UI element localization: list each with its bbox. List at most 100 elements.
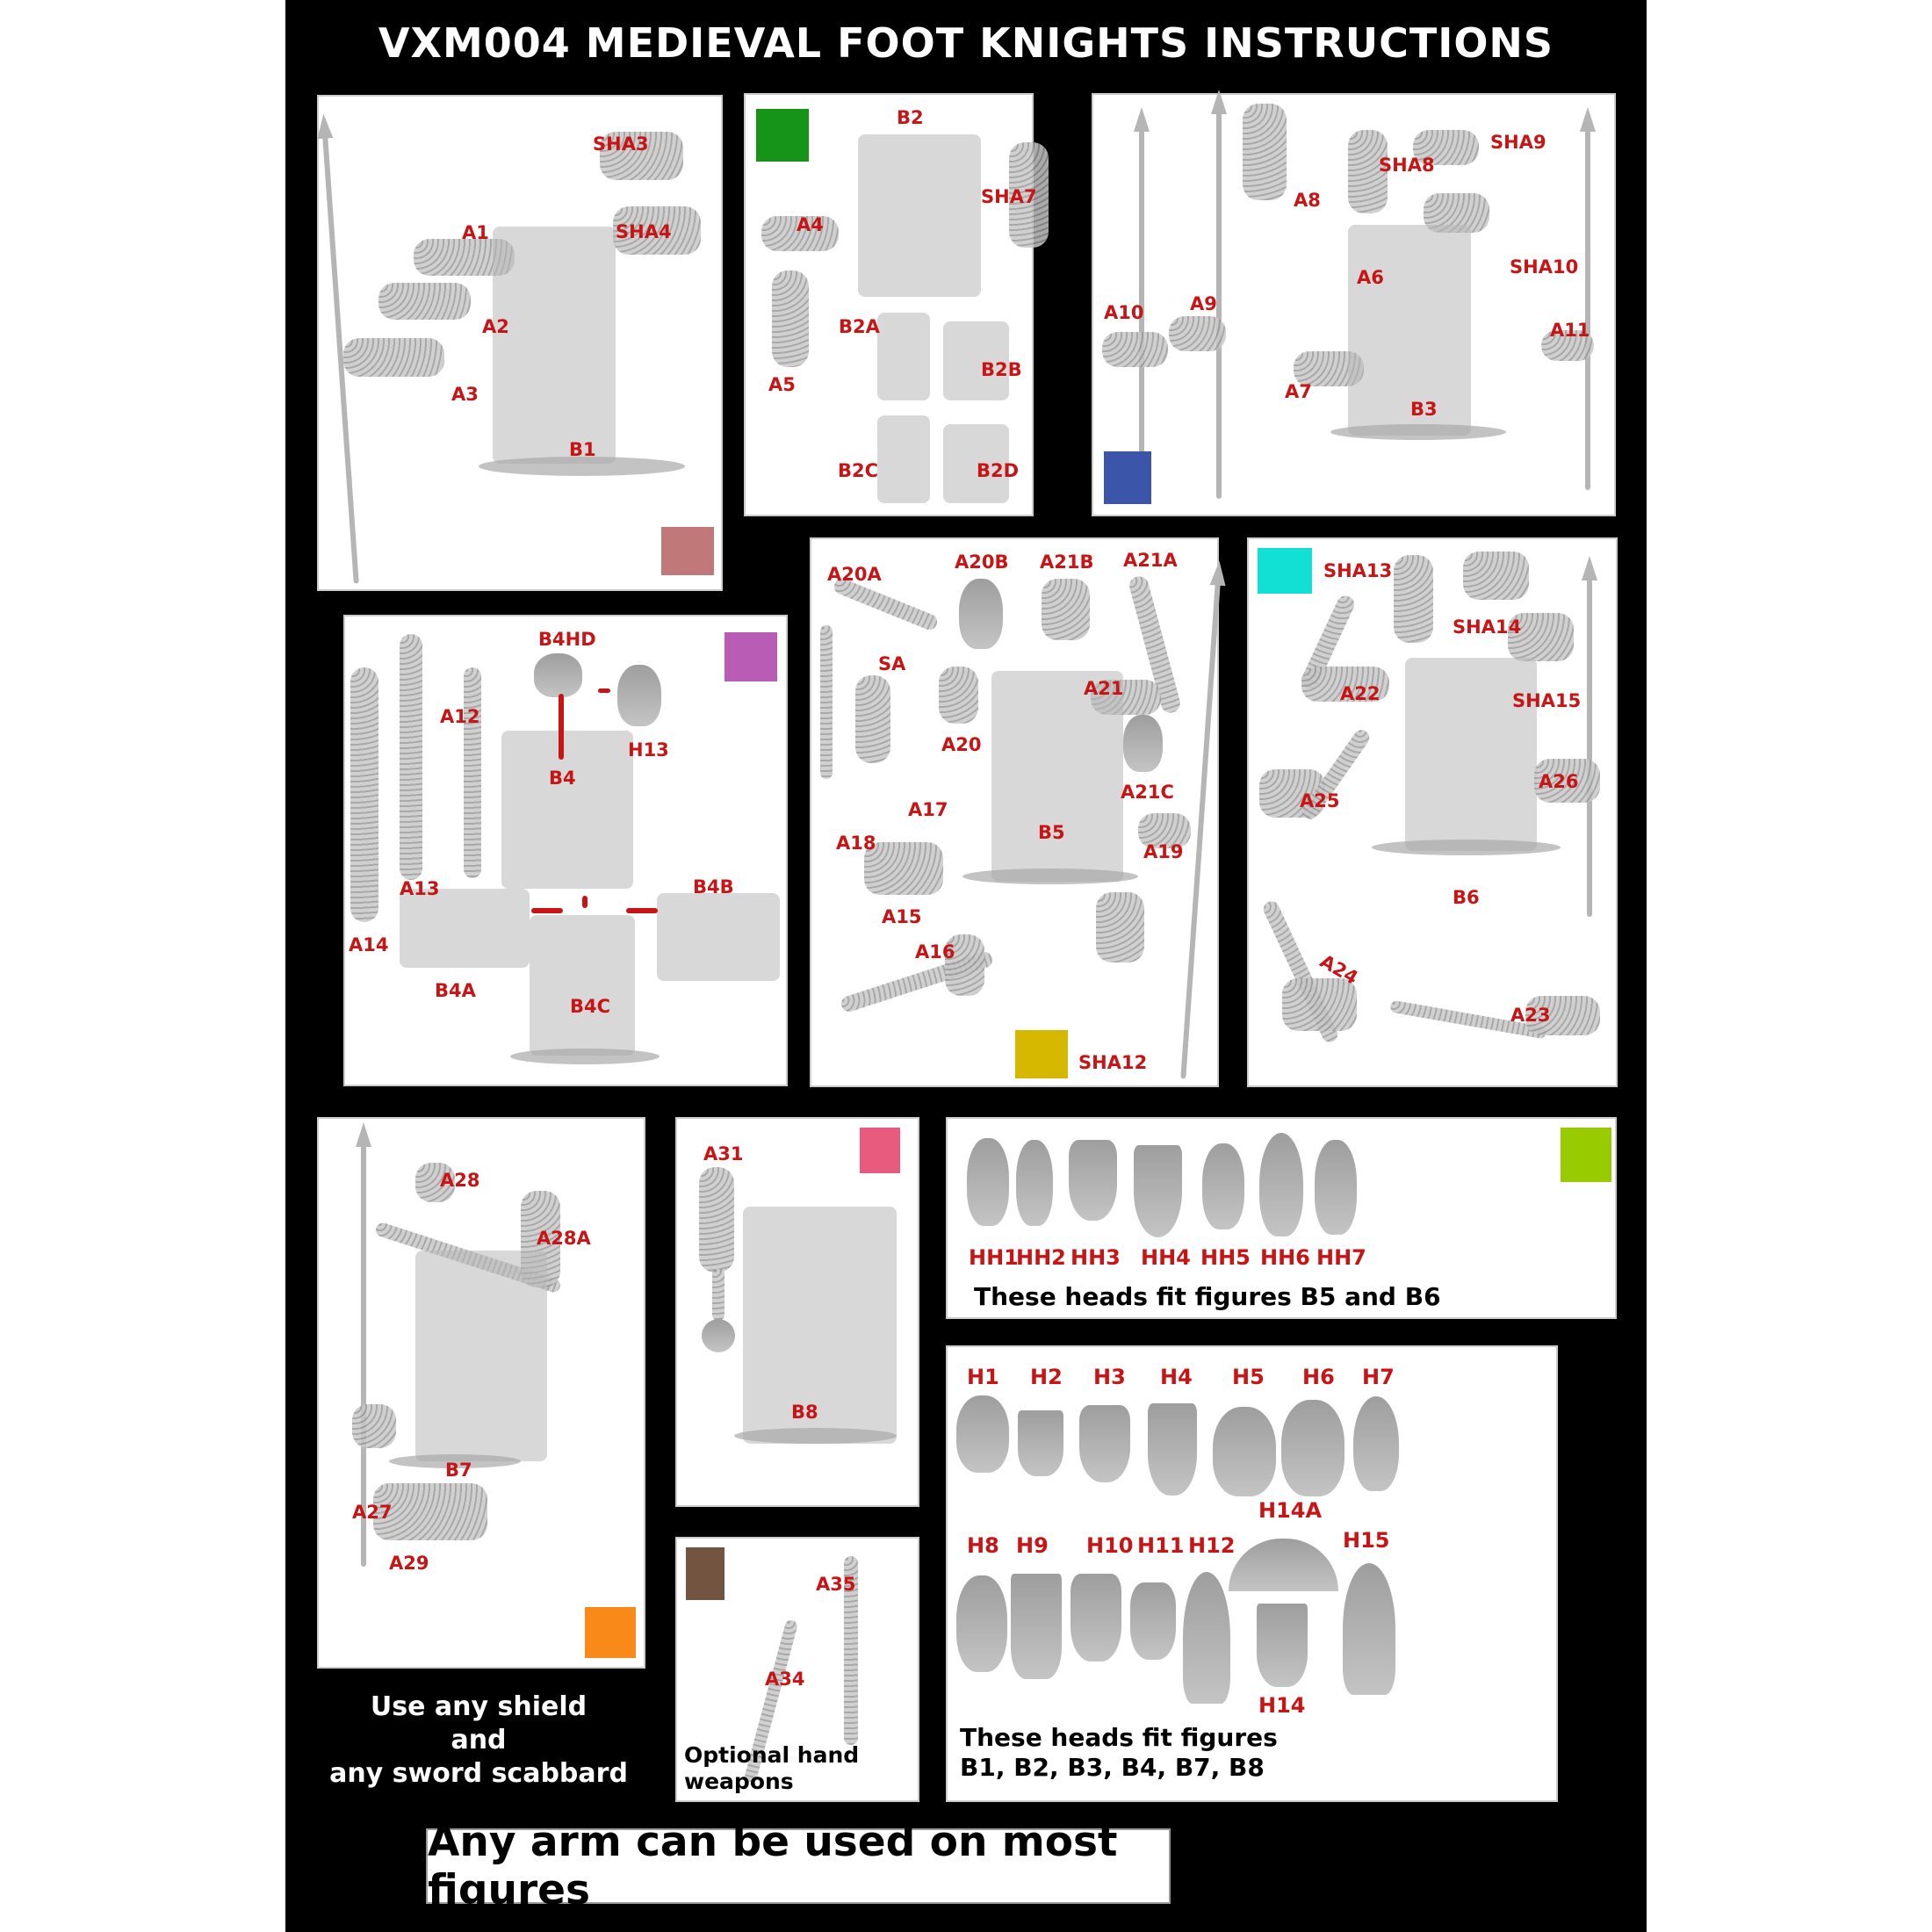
flail-ball-part: [702, 1319, 735, 1352]
label-a10: A10: [1104, 302, 1144, 323]
crest-h14a: [1229, 1539, 1338, 1591]
label-sha9: SHA9: [1490, 132, 1546, 153]
panel-h-heads: H1 H2 H3 H4 H5 H6 H7 H14A H8 H9 H10 H11 …: [946, 1345, 1558, 1802]
figure-base: [389, 1454, 521, 1468]
label-b2c: B2C: [838, 460, 879, 481]
label-a31: A31: [703, 1143, 744, 1164]
panel-optional-weapons: A35 A34 Optional hand weapons: [675, 1537, 919, 1802]
caption-line: Optional hand: [684, 1742, 860, 1768]
panel-b8: A31 B8: [675, 1117, 919, 1507]
caption-line: weapons: [684, 1769, 794, 1794]
helmet-hh7: [1315, 1140, 1357, 1235]
assembly-guide-line: [598, 688, 610, 693]
label-a21c: A21C: [1121, 782, 1174, 803]
arm-part: [1169, 316, 1226, 351]
label-b4c: B4C: [570, 996, 611, 1017]
helmet-h6: [1281, 1400, 1344, 1496]
label-h2: H2: [1030, 1365, 1063, 1389]
label-h11: H11: [1137, 1533, 1185, 1558]
page-title: VXM004 MEDIEVAL FOOT KNIGHTS INSTRUCTION…: [378, 19, 1554, 67]
h-heads-caption: These heads fit figures B1, B2, B3, B4, …: [960, 1723, 1278, 1783]
head-part-a21c: [1123, 715, 1163, 772]
arm-part: [1009, 142, 1049, 248]
body-b8: [743, 1207, 897, 1444]
label-a13: A13: [400, 878, 440, 899]
label-a26: A26: [1539, 771, 1579, 792]
arm-part: [1413, 130, 1479, 165]
label-a21a: A21A: [1123, 550, 1178, 571]
panel-b6: SHA13 SHA14 A22 SHA15 A25 A26 B6 A24 A23: [1247, 537, 1618, 1087]
label-a8: A8: [1294, 190, 1321, 211]
helmet-part-b4hd: [534, 653, 582, 697]
label-sha14: SHA14: [1453, 616, 1522, 638]
label-a1: A1: [462, 222, 489, 243]
label-a28: A28: [440, 1170, 480, 1191]
label-h4: H4: [1160, 1365, 1193, 1389]
helmet-h9: [1011, 1574, 1062, 1679]
figure-base: [510, 1049, 660, 1064]
label-a17: A17: [908, 799, 948, 820]
label-sha8: SHA8: [1379, 155, 1435, 176]
weapon-part: [844, 1556, 858, 1745]
label-a21: A21: [1084, 678, 1124, 699]
label-b2: B2: [897, 107, 924, 128]
label-a4: A4: [797, 214, 824, 235]
arm-part: [939, 667, 978, 724]
arm-part: [1096, 892, 1144, 962]
arm-part: [1301, 667, 1389, 702]
color-swatch-hh: [1561, 1128, 1611, 1182]
cloak-part-b4a: [400, 889, 530, 968]
weapon-part: [820, 625, 833, 779]
label-sa: SA: [878, 653, 906, 674]
label-h8: H8: [967, 1533, 999, 1558]
label-a20: A20: [941, 734, 982, 755]
label-b2a: B2A: [839, 316, 880, 337]
label-sha15: SHA15: [1512, 690, 1582, 711]
color-swatch-b3: [1104, 451, 1151, 504]
arm-part: [1102, 332, 1168, 367]
panel-b3: SHA8 SHA9 A8 A6 SHA10 A10 A9 A11 A7 B3: [1092, 90, 1616, 516]
arm-part: [1243, 104, 1287, 200]
label-a12: A12: [440, 706, 480, 727]
note-line: any sword scabbard: [329, 1758, 628, 1789]
arm-part: [1541, 330, 1594, 361]
label-b4: B4: [549, 768, 576, 789]
label-b4a: B4A: [435, 980, 476, 1001]
color-swatch-optional: [686, 1547, 724, 1600]
arm-part: [1525, 996, 1600, 1035]
helmet-hh3: [1069, 1140, 1117, 1221]
shield-scabbard-note: Use any shield and any sword scabbard: [303, 1690, 654, 1791]
arm-part: [1508, 613, 1574, 661]
helmet-h8: [956, 1575, 1007, 1672]
arm-part: [1348, 130, 1388, 213]
leg-part: [877, 415, 930, 503]
label-hh3: HH3: [1071, 1245, 1121, 1270]
helmet-hh5: [1202, 1143, 1244, 1229]
panel-b1: SHA3 A1 SHA4 A2 A3 B1: [317, 95, 723, 591]
instruction-sheet: VXM004 MEDIEVAL FOOT KNIGHTS INSTRUCTION…: [285, 0, 1647, 1932]
label-b1: B1: [569, 439, 596, 460]
color-swatch-b1: [661, 527, 714, 575]
color-swatch-b2: [756, 109, 809, 162]
arm-part: [699, 1167, 734, 1272]
label-a25: A25: [1300, 790, 1340, 811]
leg-part: [943, 424, 1009, 503]
label-h15: H15: [1343, 1528, 1390, 1553]
helmet-h1: [956, 1395, 1009, 1473]
label-sha12: SHA12: [1078, 1052, 1148, 1073]
helmet-hh4: [1134, 1145, 1182, 1237]
label-hh1: HH1: [969, 1245, 1019, 1270]
label-a3: A3: [451, 384, 479, 405]
label-a20a: A20A: [827, 564, 882, 585]
label-a7: A7: [1285, 381, 1312, 402]
label-a35: A35: [816, 1574, 856, 1595]
arm-part: [343, 338, 444, 377]
label-b5: B5: [1038, 822, 1065, 843]
footer-note: Any arm can be used on most figures: [428, 1818, 1118, 1914]
arm-part: [613, 206, 701, 255]
label-a20b: A20B: [955, 551, 1009, 573]
label-sha10: SHA10: [1510, 256, 1579, 278]
helmet-hh6: [1259, 1133, 1303, 1236]
weapon-part: [400, 634, 422, 880]
color-swatch-b6: [1258, 548, 1312, 594]
